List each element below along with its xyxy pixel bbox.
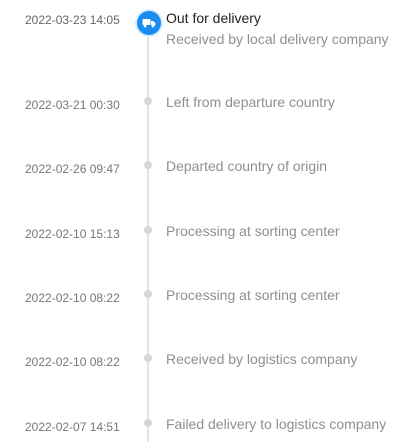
timeline-dot-icon — [144, 161, 152, 169]
event-time: 2022-02-07 14:51 — [25, 420, 120, 434]
event-time: 2022-02-10 15:13 — [25, 227, 120, 241]
timeline-dot-icon — [144, 97, 152, 105]
event-time: 2022-02-10 08:22 — [25, 355, 120, 369]
event-status: Left from departure country — [166, 94, 335, 110]
event-status: Out for delivery — [166, 10, 261, 26]
timeline-dot-icon — [144, 226, 152, 234]
event-status: Departed country of origin — [166, 158, 328, 174]
event-time: 2022-02-26 09:47 — [25, 162, 120, 176]
event-time: 2022-03-21 00:30 — [25, 98, 120, 112]
event-detail: Received by local delivery company — [166, 31, 389, 47]
event-time: 2022-02-10 08:22 — [25, 291, 120, 305]
delivery-truck-icon — [137, 11, 161, 35]
event-status: Processing at sorting center — [166, 287, 340, 303]
event-status: Failed delivery to logistics company — [166, 416, 387, 432]
event-status: Processing at sorting center — [166, 223, 340, 239]
timeline-dot-icon — [144, 354, 152, 362]
timeline-dot-icon — [144, 290, 152, 298]
timeline-dot-icon — [144, 419, 152, 427]
event-time: 2022-03-23 14:05 — [25, 13, 120, 27]
timeline-line — [147, 32, 149, 442]
event-status: Received by logistics company — [166, 351, 358, 367]
